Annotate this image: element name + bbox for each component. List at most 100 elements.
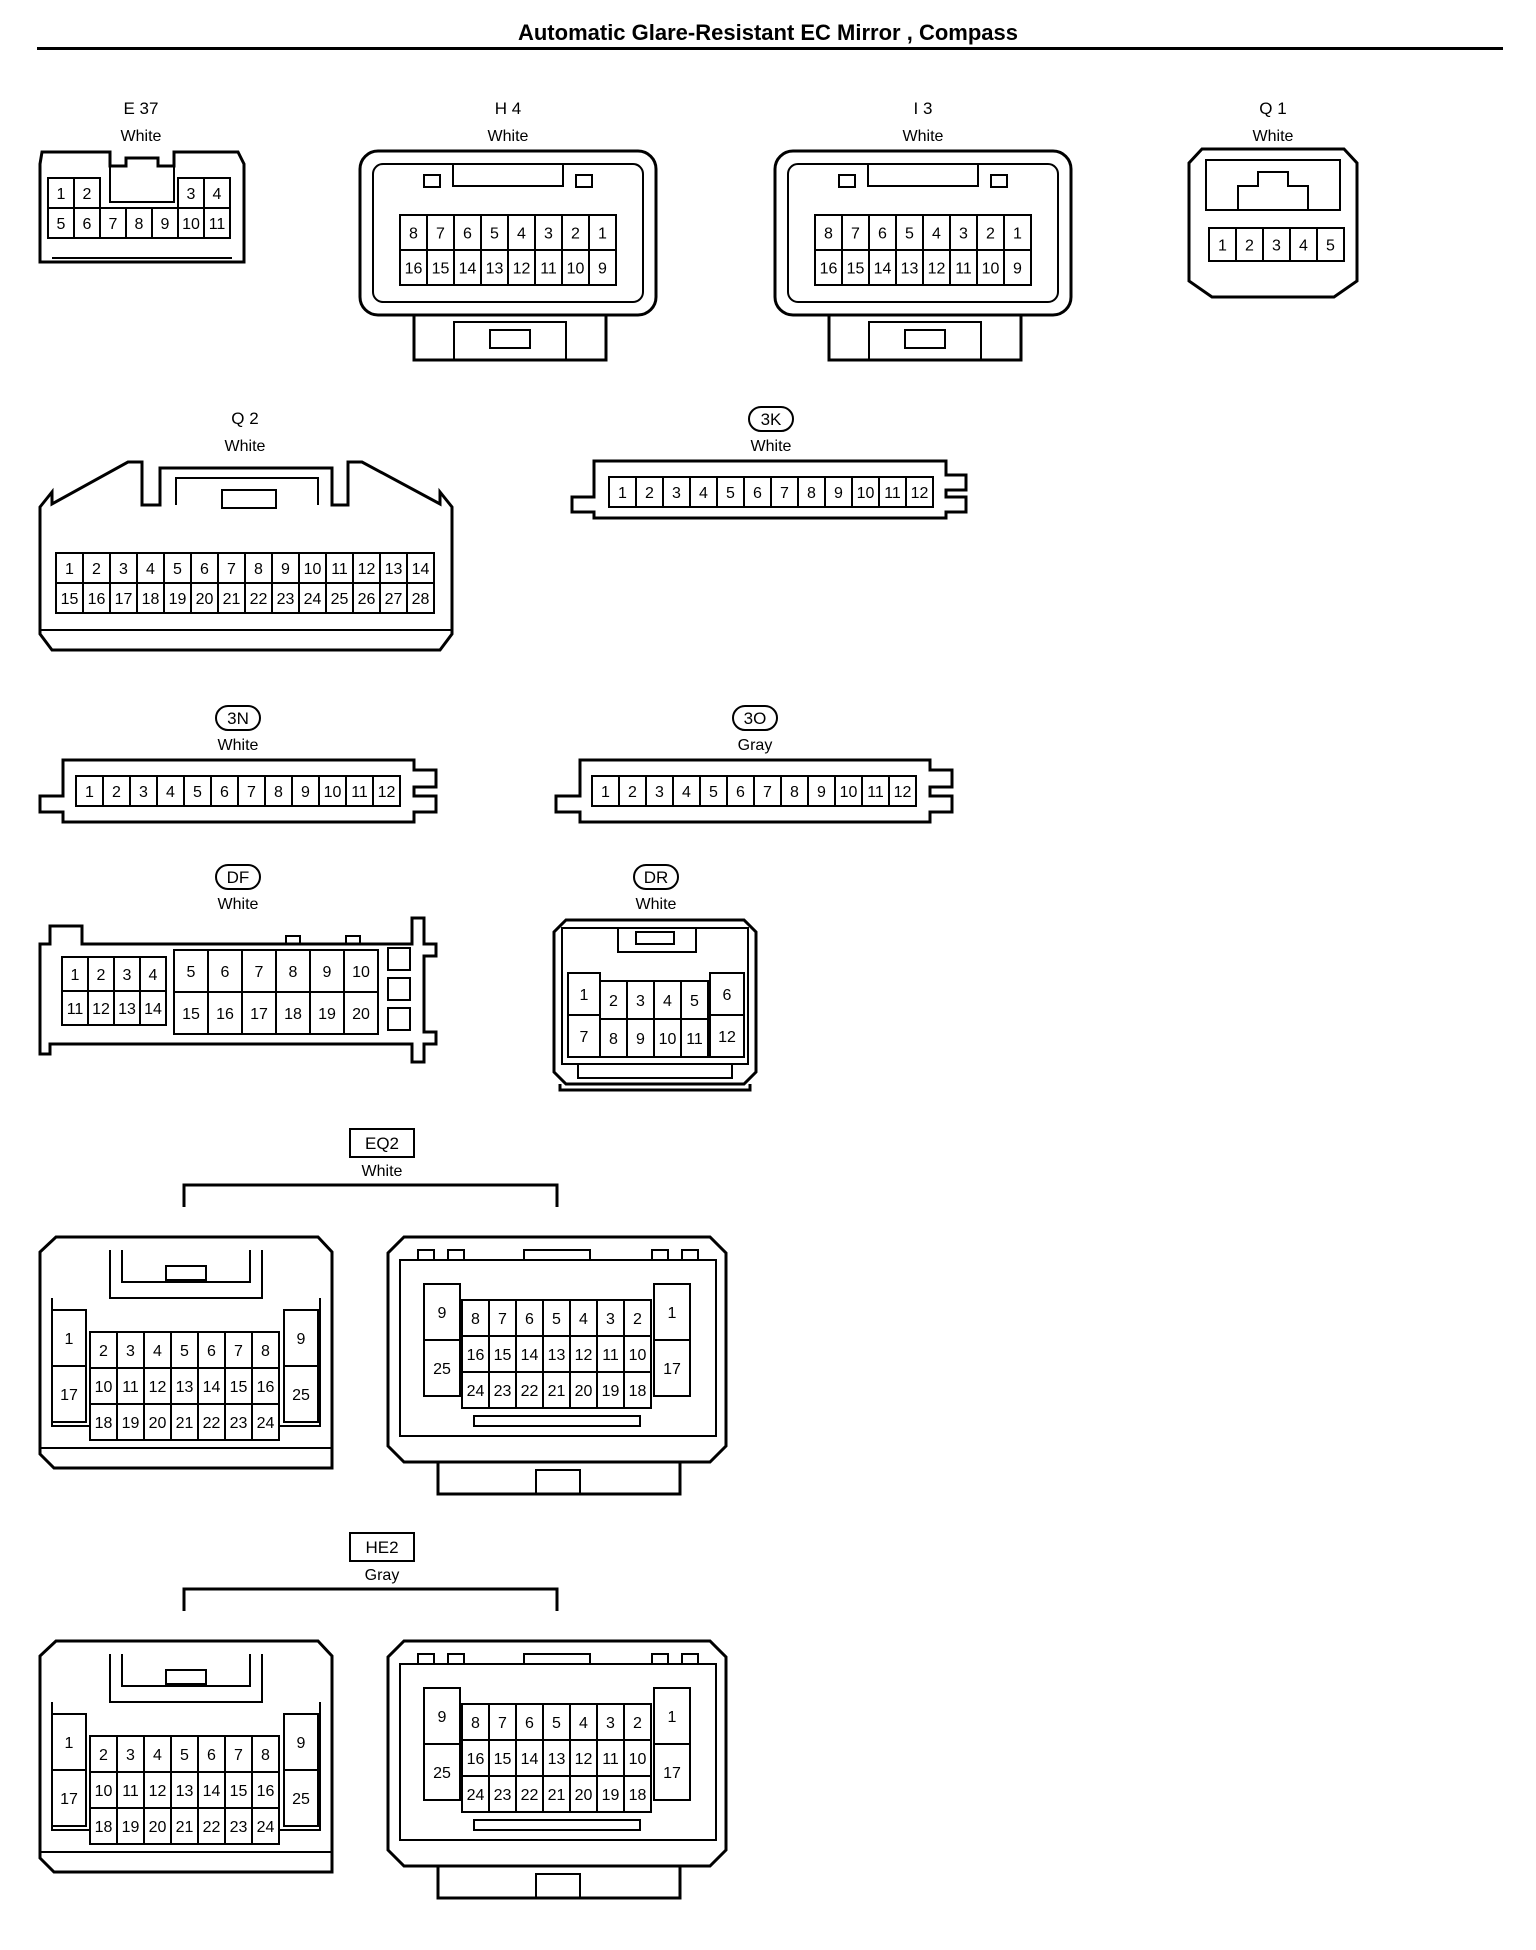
pin-cell bbox=[241, 991, 277, 1035]
pin-number: 2 bbox=[97, 967, 106, 984]
pin-number: 18 bbox=[95, 1415, 113, 1432]
pin-number: 13 bbox=[486, 261, 504, 278]
page-title: Automatic Glare-Resistant EC Mirror , Co… bbox=[517, 20, 1018, 45]
pin-cell bbox=[87, 956, 115, 992]
pin-number: 10 bbox=[982, 261, 1000, 278]
pin-number: 1 bbox=[580, 987, 589, 1004]
pin-number: 17 bbox=[115, 591, 133, 608]
pin-number: 18 bbox=[284, 1006, 302, 1023]
pin-number: 10 bbox=[95, 1783, 113, 1800]
connector-dr-label: DR bbox=[644, 868, 669, 887]
pin-number: 12 bbox=[894, 784, 912, 801]
connector-q1-color: White bbox=[1253, 128, 1294, 145]
pin-number: 16 bbox=[467, 1347, 485, 1364]
pin-number: 14 bbox=[144, 1001, 162, 1018]
pin-number: 9 bbox=[323, 964, 332, 981]
pin-cell bbox=[423, 1687, 461, 1745]
pin-cell bbox=[623, 1299, 652, 1337]
pin-cell bbox=[534, 214, 563, 251]
pin-number: 17 bbox=[60, 1387, 78, 1404]
pin-number: 23 bbox=[494, 1787, 512, 1804]
pin-cell bbox=[596, 1703, 625, 1741]
pin-number: 12 bbox=[513, 261, 531, 278]
connector-3n-label: 3N bbox=[227, 709, 249, 728]
pin-number: 25 bbox=[292, 1791, 310, 1808]
pin-cell bbox=[488, 1299, 517, 1337]
pin-cell bbox=[672, 775, 701, 807]
pin-number: 15 bbox=[230, 1783, 248, 1800]
pin-cell bbox=[251, 1735, 280, 1773]
pin-number: 5 bbox=[173, 561, 182, 578]
pin-cell bbox=[542, 1299, 571, 1337]
pin-number: 8 bbox=[135, 216, 144, 233]
pin-number: 22 bbox=[521, 1787, 539, 1804]
pin-cell bbox=[797, 476, 826, 508]
pin-number: 21 bbox=[176, 1819, 194, 1836]
pin-cell bbox=[244, 582, 273, 614]
connector-3k-label: 3K bbox=[761, 410, 782, 429]
pin-number: 13 bbox=[176, 1783, 194, 1800]
pin-number: 3 bbox=[655, 784, 664, 801]
pin-cell bbox=[653, 1687, 691, 1745]
pin-number: 3 bbox=[544, 226, 553, 243]
connector-q1-label: Q 1 bbox=[1259, 99, 1286, 118]
pin-number: 16 bbox=[257, 1783, 275, 1800]
pin-number: 8 bbox=[824, 226, 833, 243]
pin-number: 2 bbox=[571, 226, 580, 243]
pin-cell bbox=[623, 1335, 652, 1373]
pin-cell bbox=[976, 214, 1005, 251]
pin-number: 11 bbox=[122, 1379, 139, 1396]
pin-number: 1 bbox=[65, 1735, 74, 1752]
pin-number: 3 bbox=[959, 226, 968, 243]
pin-number: 3 bbox=[139, 784, 148, 801]
pin-number: 1 bbox=[668, 1709, 677, 1726]
pin-number: 9 bbox=[834, 485, 843, 502]
pin-number: 12 bbox=[718, 1029, 736, 1046]
pin-number: 2 bbox=[633, 1715, 642, 1732]
pin-number: 5 bbox=[905, 226, 914, 243]
pin-number: 14 bbox=[203, 1783, 221, 1800]
pin-cell bbox=[868, 249, 897, 286]
pin-number: 3 bbox=[636, 993, 645, 1010]
pin-cell bbox=[143, 1331, 172, 1369]
pin-number: 3 bbox=[606, 1311, 615, 1328]
pin-cell bbox=[173, 991, 209, 1035]
pin-number: 4 bbox=[153, 1747, 162, 1764]
pin-cell bbox=[426, 214, 455, 251]
pin-number: 10 bbox=[324, 784, 342, 801]
pin-number: 26 bbox=[358, 591, 376, 608]
pin-cell bbox=[599, 1018, 628, 1058]
pin-cell bbox=[423, 1283, 461, 1341]
pin-number: 7 bbox=[851, 226, 860, 243]
pin-cell bbox=[109, 582, 138, 614]
connector-3n-color: White bbox=[218, 737, 259, 754]
pin-number: 12 bbox=[149, 1783, 167, 1800]
pin-cell bbox=[197, 1403, 226, 1441]
pin-number: 17 bbox=[60, 1791, 78, 1808]
title-rule bbox=[37, 47, 1503, 50]
pin-cell bbox=[224, 1403, 253, 1441]
pin-number: 24 bbox=[304, 591, 322, 608]
pin-number: 7 bbox=[763, 784, 772, 801]
pin-cell bbox=[488, 1335, 517, 1373]
pin-number: 4 bbox=[932, 226, 941, 243]
pin-number: 3 bbox=[1272, 238, 1281, 255]
pin-number: 1 bbox=[57, 186, 66, 203]
pin-number: 20 bbox=[575, 1787, 593, 1804]
pin-number: 10 bbox=[304, 561, 322, 578]
pin-number: 1 bbox=[85, 784, 94, 801]
pin-number: 25 bbox=[331, 591, 349, 608]
pin-number: 20 bbox=[196, 591, 214, 608]
pin-cell bbox=[542, 1335, 571, 1373]
pin-number: 14 bbox=[521, 1347, 539, 1364]
pin-number: 11 bbox=[884, 485, 901, 502]
pin-number: 18 bbox=[629, 1787, 647, 1804]
pin-number: 9 bbox=[1013, 261, 1022, 278]
pin-cell bbox=[309, 991, 345, 1035]
pin-cell bbox=[143, 1807, 172, 1845]
